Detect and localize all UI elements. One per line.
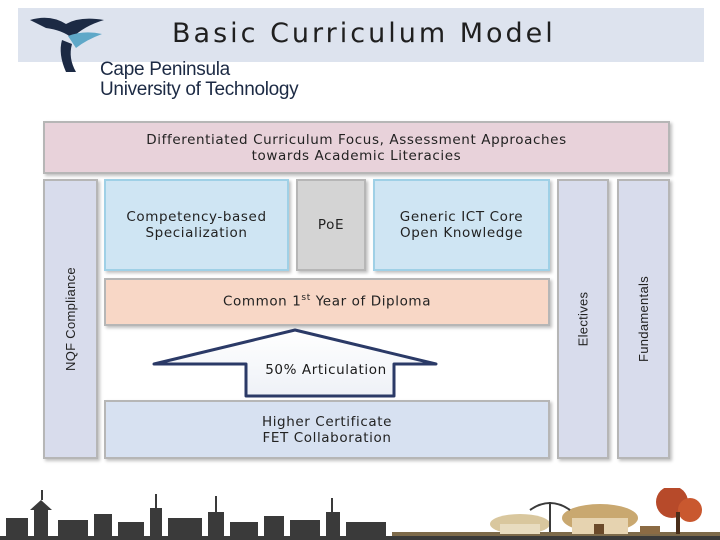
university-name: Cape Peninsula University of Technology <box>100 59 299 100</box>
poe-label: PoE <box>317 217 345 233</box>
electives-label: Electives <box>575 291 591 347</box>
poe-box: PoE <box>296 179 366 271</box>
fundamentals-label: Fundamentals <box>635 276 651 362</box>
nqf-compliance-label: NQF Compliance <box>62 267 78 371</box>
common-year-suffix: Year of Diploma <box>310 293 432 310</box>
higher-cert-line1: Higher Certificate <box>261 413 393 430</box>
articulation-label: 50% Articulation <box>265 362 387 378</box>
competency-line1: Competency-based <box>126 209 267 225</box>
cput-logo-icon <box>30 17 104 72</box>
landscape-footer-illustration <box>0 488 720 540</box>
curriculum-focus-banner: Differentiated Curriculum Focus, Assessm… <box>43 121 670 174</box>
higher-certificate-box: Higher Certificate FET Collaboration <box>104 400 550 459</box>
generic-line1: Generic ICT Core <box>399 209 524 225</box>
university-name-line2: University of Technology <box>100 79 299 100</box>
higher-cert-line2: FET Collaboration <box>262 429 392 446</box>
slide-title: Basic Curriculum Model <box>172 18 556 49</box>
competency-specialization-box: Competency-based Specialization <box>104 179 289 271</box>
common-year-superscript: st <box>301 293 311 304</box>
curriculum-focus-line1: Differentiated Curriculum Focus, Assessm… <box>146 131 567 148</box>
generic-ict-core-box: Generic ICT Core Open Knowledge <box>373 179 550 271</box>
curriculum-focus-line2: towards Academic Literacies <box>251 147 462 164</box>
electives-pillar: Electives <box>557 179 609 459</box>
title-band <box>18 8 704 62</box>
common-year-prefix: Common 1 <box>222 293 302 310</box>
nqf-compliance-pillar: NQF Compliance <box>43 179 98 459</box>
competency-line2: Specialization <box>145 225 248 241</box>
fundamentals-pillar: Fundamentals <box>617 179 670 459</box>
university-name-line1: Cape Peninsula <box>100 59 230 80</box>
common-first-year-label: Common 1st Year of Diploma <box>223 290 431 310</box>
articulation-arrow <box>152 328 438 398</box>
common-first-year-box: Common 1st Year of Diploma <box>104 278 550 326</box>
generic-line2: Open Knowledge <box>400 225 523 241</box>
